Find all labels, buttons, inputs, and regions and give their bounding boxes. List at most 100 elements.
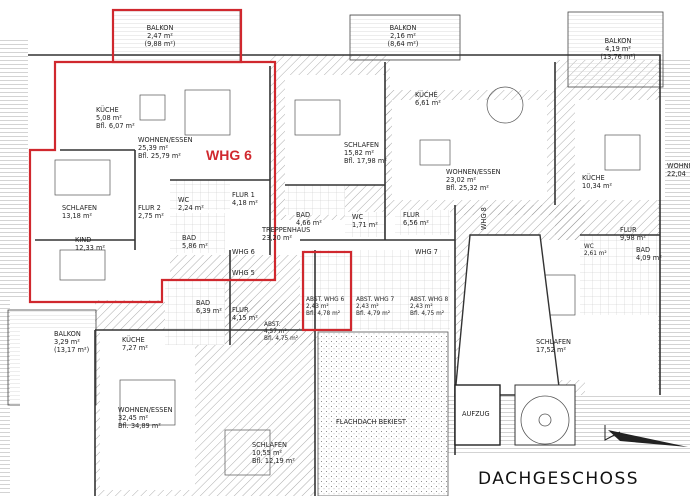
north-arrow-icon (604, 425, 688, 447)
svg-text:Bfl. 4,75 m²: Bfl. 4,75 m² (410, 310, 444, 317)
svg-text:KÜCHE: KÜCHE (122, 335, 145, 344)
svg-text:KÜCHE: KÜCHE (96, 105, 119, 114)
svg-text:Bfl. 17,98 m²: Bfl. 17,98 m² (344, 157, 387, 165)
svg-text:Bfl. 4,79 m²: Bfl. 4,79 m² (356, 310, 390, 317)
svg-text:4,57 m²: 4,57 m² (264, 328, 287, 335)
svg-text:6,61 m²: 6,61 m² (415, 99, 441, 107)
svg-text:(13,76 m²): (13,76 m²) (600, 53, 635, 61)
svg-text:BAD: BAD (296, 211, 310, 219)
svg-text:WOHNEN/ESSEN: WOHNEN/ESSEN (138, 136, 193, 144)
stair-tag: WHG 8 (480, 207, 488, 230)
room-label: WC2,61 m² (584, 244, 607, 257)
svg-text:4,19 m²: 4,19 m² (605, 45, 631, 53)
svg-text:BAD: BAD (196, 299, 210, 307)
svg-text:WC: WC (352, 213, 364, 221)
svg-text:Bfl. 34,89 m²: Bfl. 34,89 m² (118, 422, 161, 430)
svg-text:FLUR 1: FLUR 1 (232, 191, 255, 199)
svg-text:Bfl. 6,07 m²: Bfl. 6,07 m² (96, 122, 135, 130)
svg-text:Bfl. 4,78 m²: Bfl. 4,78 m² (306, 310, 340, 317)
svg-text:10,34 m²: 10,34 m² (582, 182, 612, 190)
svg-text:23,02 m²: 23,02 m² (446, 176, 476, 184)
svg-text:2,24 m²: 2,24 m² (178, 204, 204, 212)
svg-text:SCHLAFEN: SCHLAFEN (536, 338, 571, 346)
svg-text:Bfl. 25,79 m²: Bfl. 25,79 m² (138, 152, 181, 160)
svg-text:KIND: KIND (75, 236, 91, 244)
room-label: WC2,24 m² (178, 196, 204, 212)
svg-text:Bfl. 4,75 m²: Bfl. 4,75 m² (264, 335, 298, 342)
svg-text:KÜCHE: KÜCHE (582, 173, 605, 182)
svg-text:7,27 m²: 7,27 m² (122, 344, 148, 352)
svg-text:10,55 m²: 10,55 m² (252, 449, 282, 457)
svg-text:17,52 m²: 17,52 m² (536, 346, 566, 354)
apartment-title: WHG 6 (206, 147, 252, 163)
room-label: FLUR 14,18 m² (232, 191, 258, 207)
svg-text:(8,64 m²): (8,64 m²) (388, 40, 419, 48)
svg-text:BAD: BAD (636, 246, 650, 254)
svg-text:ABST. WHG 8: ABST. WHG 8 (410, 297, 448, 303)
svg-text:4,18 m²: 4,18 m² (232, 199, 258, 207)
svg-text:6,56 m²: 6,56 m² (403, 219, 429, 227)
svg-text:WOHNEN/ESSEN: WOHNEN/ESSEN (446, 168, 501, 176)
svg-text:4,66 m²: 4,66 m² (296, 219, 322, 227)
svg-text:4,15 m²: 4,15 m² (232, 314, 258, 322)
svg-text:2,16 m²: 2,16 m² (390, 32, 416, 40)
svg-text:1,71 m²: 1,71 m² (352, 221, 378, 229)
svg-text:5,86 m²: 5,86 m² (182, 242, 208, 250)
room-label: WC1,71 m² (352, 213, 378, 229)
svg-text:2,43 m²: 2,43 m² (410, 303, 433, 310)
svg-text:WC: WC (584, 244, 594, 250)
svg-text:12,33 m²: 12,33 m² (75, 244, 105, 252)
flat-roof (317, 331, 449, 496)
svg-text:2,43 m²: 2,43 m² (306, 303, 329, 310)
svg-text:TREPPENHAUS: TREPPENHAUS (261, 226, 310, 234)
furniture (54, 86, 641, 476)
svg-text:25,39 m²: 25,39 m² (138, 144, 168, 152)
svg-text:ABST. WHG 6: ABST. WHG 6 (306, 297, 344, 303)
svg-text:WC: WC (178, 196, 190, 204)
svg-text:15,82 m²: 15,82 m² (344, 149, 374, 157)
stair-tag: WHG 6 (232, 248, 255, 256)
room-label: FLUR 22,75 m² (138, 204, 164, 220)
svg-text:KÜCHE: KÜCHE (415, 90, 438, 99)
stair-tag: WHG 7 (415, 248, 438, 256)
stair-tag: WHG 5 (232, 269, 255, 277)
whg6-highlight (28, 8, 353, 332)
stair-core (454, 234, 576, 446)
stair-tags: WHG 6 WHG 5 WHG 7 WHG 8 (232, 207, 488, 277)
svg-text:ABST.: ABST. (264, 322, 280, 328)
svg-text:FLUR: FLUR (620, 226, 637, 234)
svg-text:BAD: BAD (182, 234, 196, 242)
svg-text:3,29 m²: 3,29 m² (54, 338, 80, 346)
svg-text:2,43 m²: 2,43 m² (356, 303, 379, 310)
svg-text:BALKON: BALKON (147, 24, 174, 32)
svg-text:SCHLAFEN: SCHLAFEN (344, 141, 379, 149)
svg-text:BALKON: BALKON (54, 330, 81, 338)
svg-text:6,39 m²: 6,39 m² (196, 307, 222, 315)
svg-text:WOHNEN: WOHNEN (667, 162, 690, 170)
svg-text:5,08 m²: 5,08 m² (96, 114, 122, 122)
svg-text:FLUR: FLUR (232, 306, 249, 314)
svg-text:13,18 m²: 13,18 m² (62, 212, 92, 220)
svg-text:ABST. WHG 7: ABST. WHG 7 (356, 297, 394, 303)
svg-text:(9,88 m²): (9,88 m²) (145, 40, 176, 48)
